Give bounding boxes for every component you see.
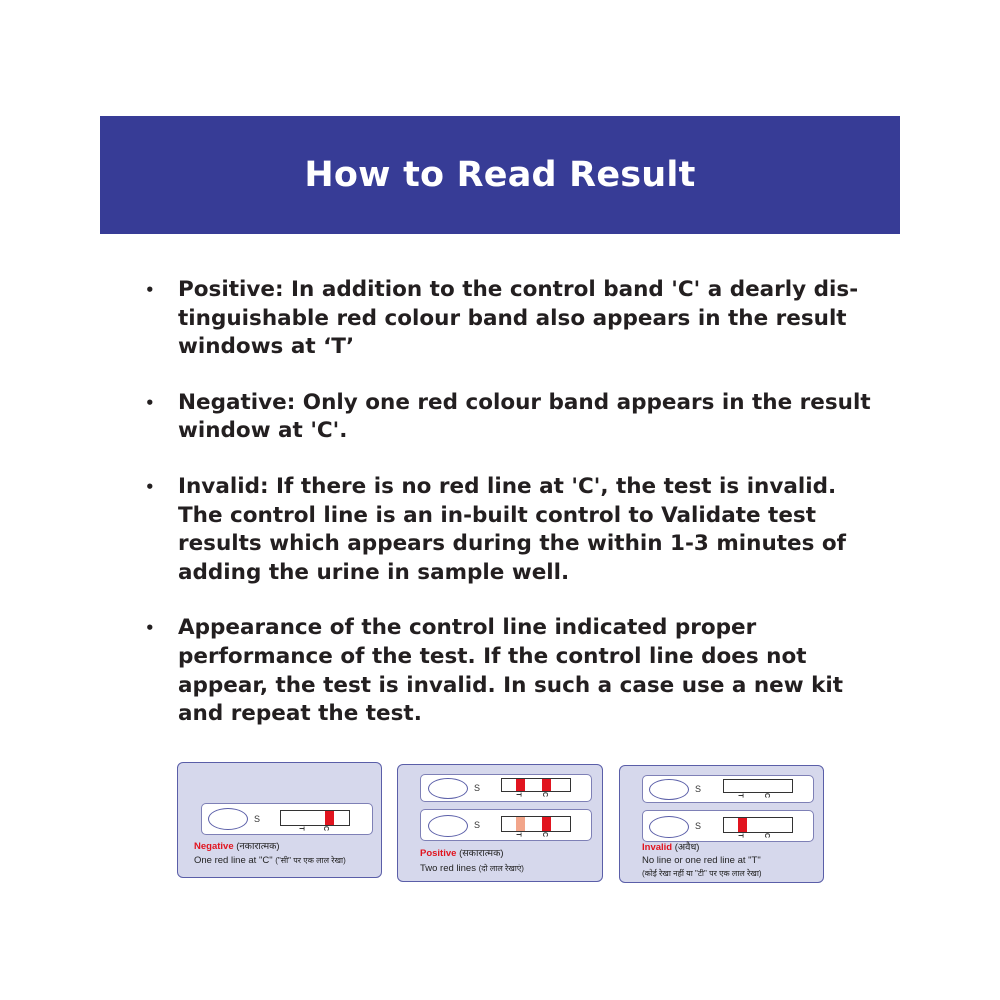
- control-band: [542, 817, 551, 831]
- result-instructions-list: • Positive: In addition to the control b…: [145, 276, 885, 756]
- list-item-negative: • Negative: Only one red colour band app…: [145, 389, 885, 446]
- invalid-result-card: S T C S T C Invalid (अवैध) No line or on…: [619, 765, 824, 883]
- sample-well-icon: [649, 816, 689, 838]
- page-title: How to Read Result: [304, 155, 696, 195]
- sample-well-icon: [208, 808, 248, 830]
- result-window: [280, 810, 350, 826]
- test-band: [738, 818, 747, 832]
- test-label: T: [736, 793, 744, 798]
- list-item-text: Negative: Only one red colour band appea…: [178, 389, 871, 444]
- result-window: [501, 778, 571, 792]
- list-item-control-line: • Appearance of the control line indicat…: [145, 614, 885, 728]
- invalid-caption-title: Invalid (अवैध): [642, 842, 700, 853]
- sample-label: S: [695, 821, 702, 831]
- bullet-marker: •: [145, 619, 155, 638]
- test-band: [516, 779, 525, 791]
- sample-label: S: [695, 784, 702, 794]
- bullet-marker: •: [145, 393, 155, 412]
- test-label: T: [297, 826, 305, 831]
- result-window: [723, 779, 793, 793]
- result-window: [723, 817, 793, 833]
- sample-well-icon: [428, 778, 468, 799]
- negative-result-card: S T C Negative (नकारात्मक) One red line …: [177, 762, 382, 878]
- test-label: T: [514, 832, 522, 837]
- positive-result-card: S T C S T C Positive (सकारात्मक) Two red…: [397, 764, 603, 882]
- sample-label: S: [474, 820, 481, 830]
- list-item-text: Invalid: If there is no red line at 'C',…: [178, 473, 847, 585]
- bullet-marker: •: [145, 477, 155, 496]
- test-band-faint: [516, 817, 525, 831]
- sample-well-icon: [649, 779, 689, 800]
- negative-caption-title: Negative (नकारात्मक): [194, 841, 280, 852]
- sample-label: S: [254, 814, 261, 824]
- list-item-text: Appearance of the control line indicated…: [178, 615, 844, 727]
- test-strip: S T C: [420, 809, 592, 841]
- control-label: C: [763, 832, 771, 839]
- test-strip: S T C: [420, 774, 592, 802]
- bullet-marker: •: [145, 281, 155, 299]
- list-item-text: Positive: In addition to the control ban…: [178, 277, 859, 360]
- positive-caption-desc: Two red lines (दो लाल रेखाएं): [420, 863, 524, 874]
- control-band: [542, 779, 551, 791]
- test-strip: S T C: [642, 810, 814, 842]
- sample-label: S: [474, 783, 481, 793]
- header-banner: How to Read Result: [100, 116, 900, 234]
- result-window: [501, 816, 571, 832]
- negative-caption-desc: One red line at "C" ("सी" पर एक लाल रेखा…: [194, 855, 346, 866]
- control-label: C: [541, 791, 549, 798]
- list-item-positive: • Positive: In addition to the control b…: [145, 276, 885, 362]
- control-band: [325, 811, 334, 825]
- sample-well-icon: [428, 815, 468, 837]
- control-label: C: [541, 831, 549, 838]
- control-label: C: [322, 825, 330, 832]
- test-strip: S T C: [201, 803, 373, 835]
- invalid-caption-desc: No line or one red line at "T": [642, 855, 761, 866]
- positive-caption-title: Positive (सकारात्मक): [420, 848, 504, 859]
- list-item-invalid: • Invalid: If there is no red line at 'C…: [145, 473, 885, 587]
- test-label: T: [514, 792, 522, 797]
- invalid-caption-desc-hindi: (कोई रेखा नहीं या "टी" पर एक लाल रेखा): [642, 869, 762, 878]
- test-label: T: [736, 833, 744, 838]
- control-label: C: [763, 792, 771, 799]
- test-strip: S T C: [642, 775, 814, 803]
